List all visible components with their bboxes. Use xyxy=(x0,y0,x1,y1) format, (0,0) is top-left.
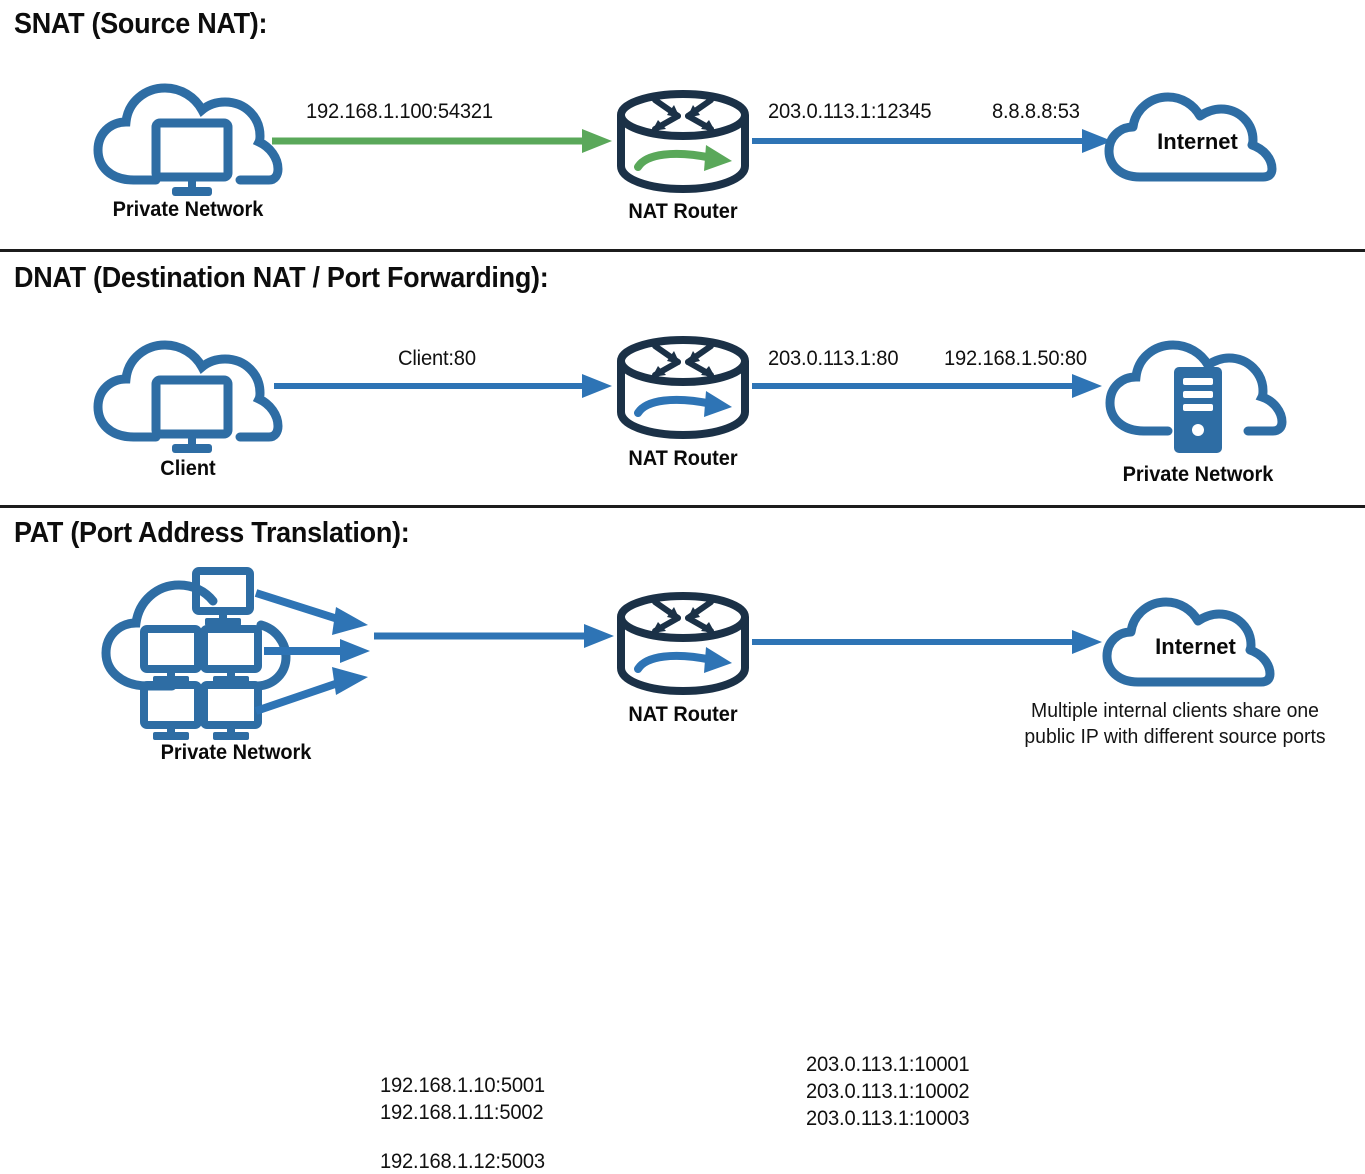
edge-label-pat-public-3: 203.0.113.1:10003 xyxy=(806,1107,970,1130)
section-dnat: DNAT (Destination NAT / Port Forwarding)… xyxy=(0,249,1365,505)
edge-arrow-dnat-in xyxy=(274,373,612,399)
section-divider-1 xyxy=(0,249,1365,252)
router-swirl-arrow xyxy=(634,651,716,673)
node-private-network-snat: Private Network xyxy=(88,68,288,221)
router-swirl-arrow xyxy=(634,395,716,417)
section-pat: PAT (Port Address Translation): xyxy=(0,505,1365,1173)
section-heading-dnat: DNAT (Destination NAT / Port Forwarding)… xyxy=(14,262,549,294)
node-internet-snat: Internet xyxy=(1100,85,1295,195)
edge-label-pat-client-1: 192.168.1.10:5001 xyxy=(380,1074,545,1097)
edge-label-snat-dest: 8.8.8.8:53 xyxy=(992,100,1080,123)
cloud-monitor-icon xyxy=(93,83,283,196)
section-heading-snat: SNAT (Source NAT): xyxy=(14,8,268,40)
node-label-nat-router-snat: NAT Router xyxy=(628,200,738,223)
edge-label-dnat-public: 203.0.113.1:80 xyxy=(768,347,899,370)
node-nat-router-dnat: NAT Router xyxy=(608,334,758,470)
node-label-private-network-dnat: Private Network xyxy=(1122,463,1274,486)
edge-arrow-pat-out xyxy=(752,629,1102,655)
pat-caption-line-2: public IP with different source ports xyxy=(1024,726,1326,748)
edge-arrow-pat-in xyxy=(374,623,614,649)
cloud-multi-monitor-icon xyxy=(101,567,370,740)
cloud-label-internet-pat: Internet xyxy=(1155,634,1236,659)
edge-label-pat-client-2: 192.168.1.11:5002 xyxy=(380,1101,544,1124)
edge-label-dnat-internal: 192.168.1.50:80 xyxy=(944,347,1087,370)
section-divider-2 xyxy=(0,505,1365,508)
cloud-server-icon xyxy=(1105,340,1287,453)
edge-label-pat-client-3: 192.168.1.12:5003 xyxy=(380,1150,545,1173)
node-label-private-network-pat: Private Network xyxy=(160,741,312,764)
cloud-icon xyxy=(1104,92,1277,182)
node-client-dnat: Client xyxy=(88,325,288,480)
node-internet-pat: Internet xyxy=(1098,590,1293,700)
router-icon xyxy=(617,592,749,696)
section-snat: SNAT (Source NAT): Private Network 192.1… xyxy=(0,0,1365,249)
edge-label-dnat-client: Client:80 xyxy=(398,347,476,370)
edge-arrow-dnat-out xyxy=(752,373,1102,399)
node-label-client-dnat: Client xyxy=(160,457,216,480)
router-swirl-arrow xyxy=(634,149,716,171)
node-private-network-dnat: Private Network xyxy=(1098,323,1298,486)
edge-label-pat-public-2: 203.0.113.1:10002 xyxy=(806,1080,970,1103)
cloud-monitor-icon xyxy=(93,340,283,453)
edge-arrow-snat-out xyxy=(752,128,1112,154)
edge-label-snat-private: 192.168.1.100:54321 xyxy=(306,100,493,123)
edge-arrow-snat-in xyxy=(272,128,612,154)
node-label-nat-router-dnat: NAT Router xyxy=(628,447,738,470)
node-private-network-pat: Private Network xyxy=(86,563,386,764)
node-nat-router-pat: NAT Router xyxy=(608,590,758,726)
router-icon xyxy=(617,336,749,440)
node-label-private-network-snat: Private Network xyxy=(112,198,264,221)
pat-caption-line-1: Multiple internal clients share one xyxy=(1031,700,1319,722)
edge-label-snat-public: 203.0.113.1:12345 xyxy=(768,100,932,123)
pat-caption: Multiple internal clients share one publ… xyxy=(991,698,1360,750)
node-nat-router-snat: NAT Router xyxy=(608,88,758,223)
section-heading-pat: PAT (Port Address Translation): xyxy=(14,517,410,549)
cloud-icon xyxy=(1102,597,1275,687)
edge-label-pat-public-1: 203.0.113.1:10001 xyxy=(806,1053,970,1076)
router-icon xyxy=(617,90,749,194)
node-label-nat-router-pat: NAT Router xyxy=(628,703,738,726)
cloud-label-internet-snat: Internet xyxy=(1157,129,1238,154)
